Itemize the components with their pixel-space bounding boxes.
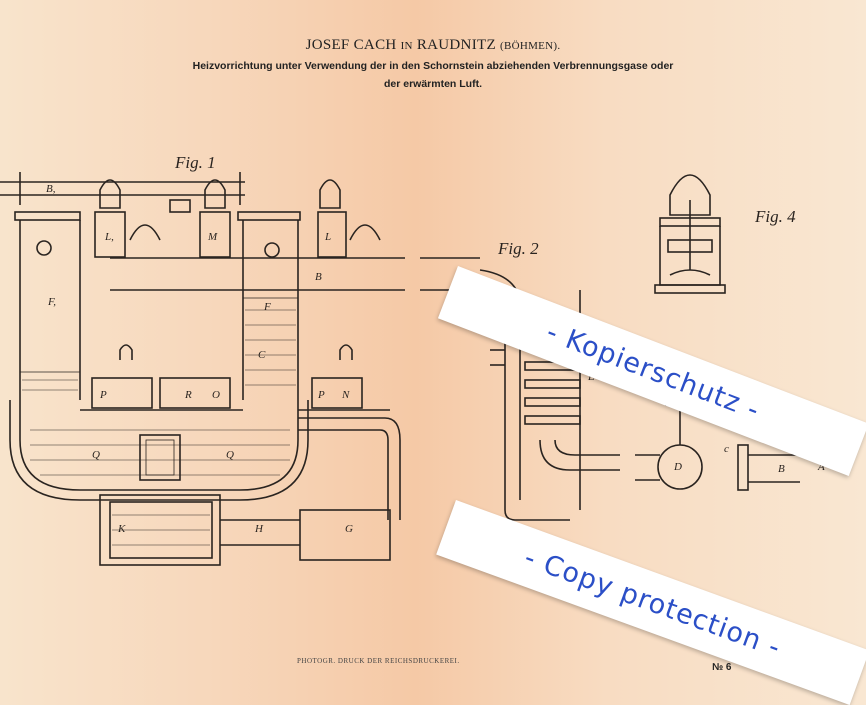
label-L1: L,	[104, 231, 114, 243]
label-G: G	[345, 523, 353, 535]
label-B2: B	[778, 463, 785, 475]
label-A: A	[817, 461, 825, 473]
label-F1: F,	[47, 296, 56, 308]
label-Q1: Q	[92, 449, 100, 461]
fig-4-label: Fig. 4	[754, 207, 796, 226]
label-K: K	[117, 523, 126, 535]
patent-title: JOSEF CACH IN RAUDNITZ (BÖHMEN).	[0, 37, 866, 54]
label-L: L	[324, 231, 331, 243]
label-R: R	[184, 389, 192, 401]
title-in: IN	[400, 40, 413, 52]
label-M: M	[207, 231, 218, 243]
label-H: H	[254, 523, 264, 535]
patent-number: № 6	[712, 662, 732, 673]
printer-footer: PHOTOGR. DRUCK DER REICHSDRUCKEREI.	[297, 657, 460, 665]
fig-1-label: Fig. 1	[174, 153, 216, 172]
fig-2-label: Fig. 2	[497, 239, 539, 258]
label-O: O	[212, 389, 220, 401]
label-B: B	[315, 271, 322, 283]
label-D: D	[673, 461, 682, 473]
subtitle-line-1: Heizvorrichtung unter Verwendung der in …	[192, 60, 674, 72]
label-N: N	[341, 389, 350, 401]
inventor-name: JOSEF CACH	[305, 37, 397, 53]
label-B1: B,	[46, 183, 56, 195]
inventor-place: RAUDNITZ	[416, 37, 496, 53]
figure-4-drawing: Fig. 4	[654, 174, 796, 294]
inventor-region: (BÖHMEN).	[499, 40, 561, 52]
subtitle-line-2: der erwärmten Luft.	[383, 78, 483, 90]
label-P1: P	[99, 389, 107, 401]
label-P2: P	[317, 389, 325, 401]
label-c: c	[724, 443, 729, 455]
label-C: C	[258, 349, 266, 361]
figure-1-drawing: Fig. 1 B, L, M L B F, F C P R O P N Q Q …	[0, 153, 480, 566]
label-F: F	[263, 301, 271, 313]
label-Q2: Q	[226, 449, 234, 461]
